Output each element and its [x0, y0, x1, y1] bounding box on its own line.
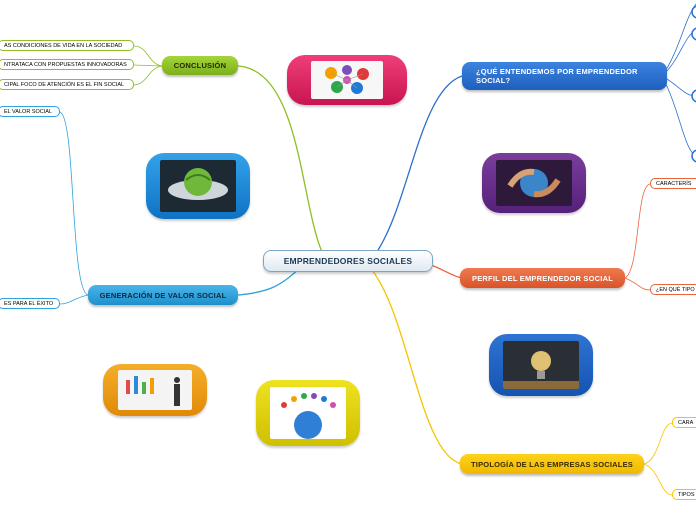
branch-que-entendemos[interactable]: ¿QUÉ ENTENDEMOS POR EMPRENDEDOR SOCIAL? [462, 62, 667, 90]
leaf-tipologia-2-label: TIPOS [678, 491, 695, 498]
branch-generacion[interactable]: GENERACIÓN DE VALOR SOCIAL [88, 285, 238, 305]
branch-perfil[interactable]: PERFIL DEL EMPRENDEDOR SOCIAL [460, 268, 625, 288]
hands-around-earth-illustration [496, 160, 572, 206]
leaf-conclusion-2[interactable]: NTRATACA CON PROPUESTAS INNOVADORAS [0, 59, 134, 70]
branch-conclusion-label: CONCLUSIÓN [173, 61, 227, 70]
people-around-globe-illustration [270, 387, 346, 439]
leaf-perfil-1[interactable]: CARACTERÍS [650, 178, 696, 189]
leaf-tipologia-1-label: CARA [678, 419, 694, 426]
central-node[interactable]: EMPRENDEDORES SOCIALES [263, 250, 433, 272]
image-node-hands-earth[interactable] [482, 153, 586, 213]
leaf-conclusion-1[interactable]: AS CONDICIONES DE VIDA EN LA SOCIEDAD [0, 40, 134, 51]
branch-que-entendemos-label: ¿QUÉ ENTENDEMOS POR EMPRENDEDOR SOCIAL? [476, 67, 638, 85]
leaf-tipologia-1[interactable]: CARA [672, 417, 696, 428]
branch-perfil-label: PERFIL DEL EMPRENDEDOR SOCIAL [472, 273, 613, 283]
image-node-social-network[interactable] [287, 55, 407, 105]
business-whiteboard-illustration [118, 370, 192, 410]
leaf-conclusion-3-label: CIPAL FOCO DE ATENCIÓN ES EL FIN SOCIAL [4, 81, 125, 88]
leaf-perfil-2[interactable]: ¿EN QUÉ TIPO [650, 284, 696, 295]
leaf-generacion-1[interactable]: EL VALOR SOCIAL [0, 106, 60, 117]
leaf-generacion-1-label: EL VALOR SOCIAL [4, 108, 52, 115]
leaf-tipologia-2[interactable]: TIPOS [672, 489, 696, 500]
branch-tipologia-label: TIPOLOGÍA DE LAS EMPRESAS SOCIALES [471, 459, 633, 469]
branch-tipologia[interactable]: TIPOLOGÍA DE LAS EMPRESAS SOCIALES [460, 454, 644, 474]
leaf-conclusion-1-label: AS CONDICIONES DE VIDA EN LA SOCIEDAD [4, 42, 123, 49]
image-node-hand-globe[interactable] [146, 153, 250, 219]
image-node-people-globe[interactable] [256, 380, 360, 446]
leaf-perfil-1-label: CARACTERÍS [656, 180, 692, 187]
leaf-generacion-2-label: ES PARA EL ÉXITO [4, 300, 54, 307]
branch-generacion-label: GENERACIÓN DE VALOR SOCIAL [99, 290, 227, 300]
leaf-conclusion-2-label: NTRATACA CON PROPUESTAS INNOVADORAS [4, 61, 127, 68]
lightbulb-illustration [503, 341, 579, 389]
leaf-perfil-2-label: ¿EN QUÉ TIPO [656, 286, 695, 293]
branch-conclusion[interactable]: CONCLUSIÓN [162, 56, 238, 75]
image-node-lightbulb[interactable] [489, 334, 593, 396]
leaf-conclusion-3[interactable]: CIPAL FOCO DE ATENCIÓN ES EL FIN SOCIAL [0, 79, 134, 90]
image-node-whiteboard[interactable] [103, 364, 207, 416]
leaf-generacion-2[interactable]: ES PARA EL ÉXITO [0, 298, 60, 309]
social-network-illustration [311, 61, 383, 99]
hand-holding-globe-illustration [160, 160, 236, 212]
central-node-label: EMPRENDEDORES SOCIALES [283, 256, 413, 266]
